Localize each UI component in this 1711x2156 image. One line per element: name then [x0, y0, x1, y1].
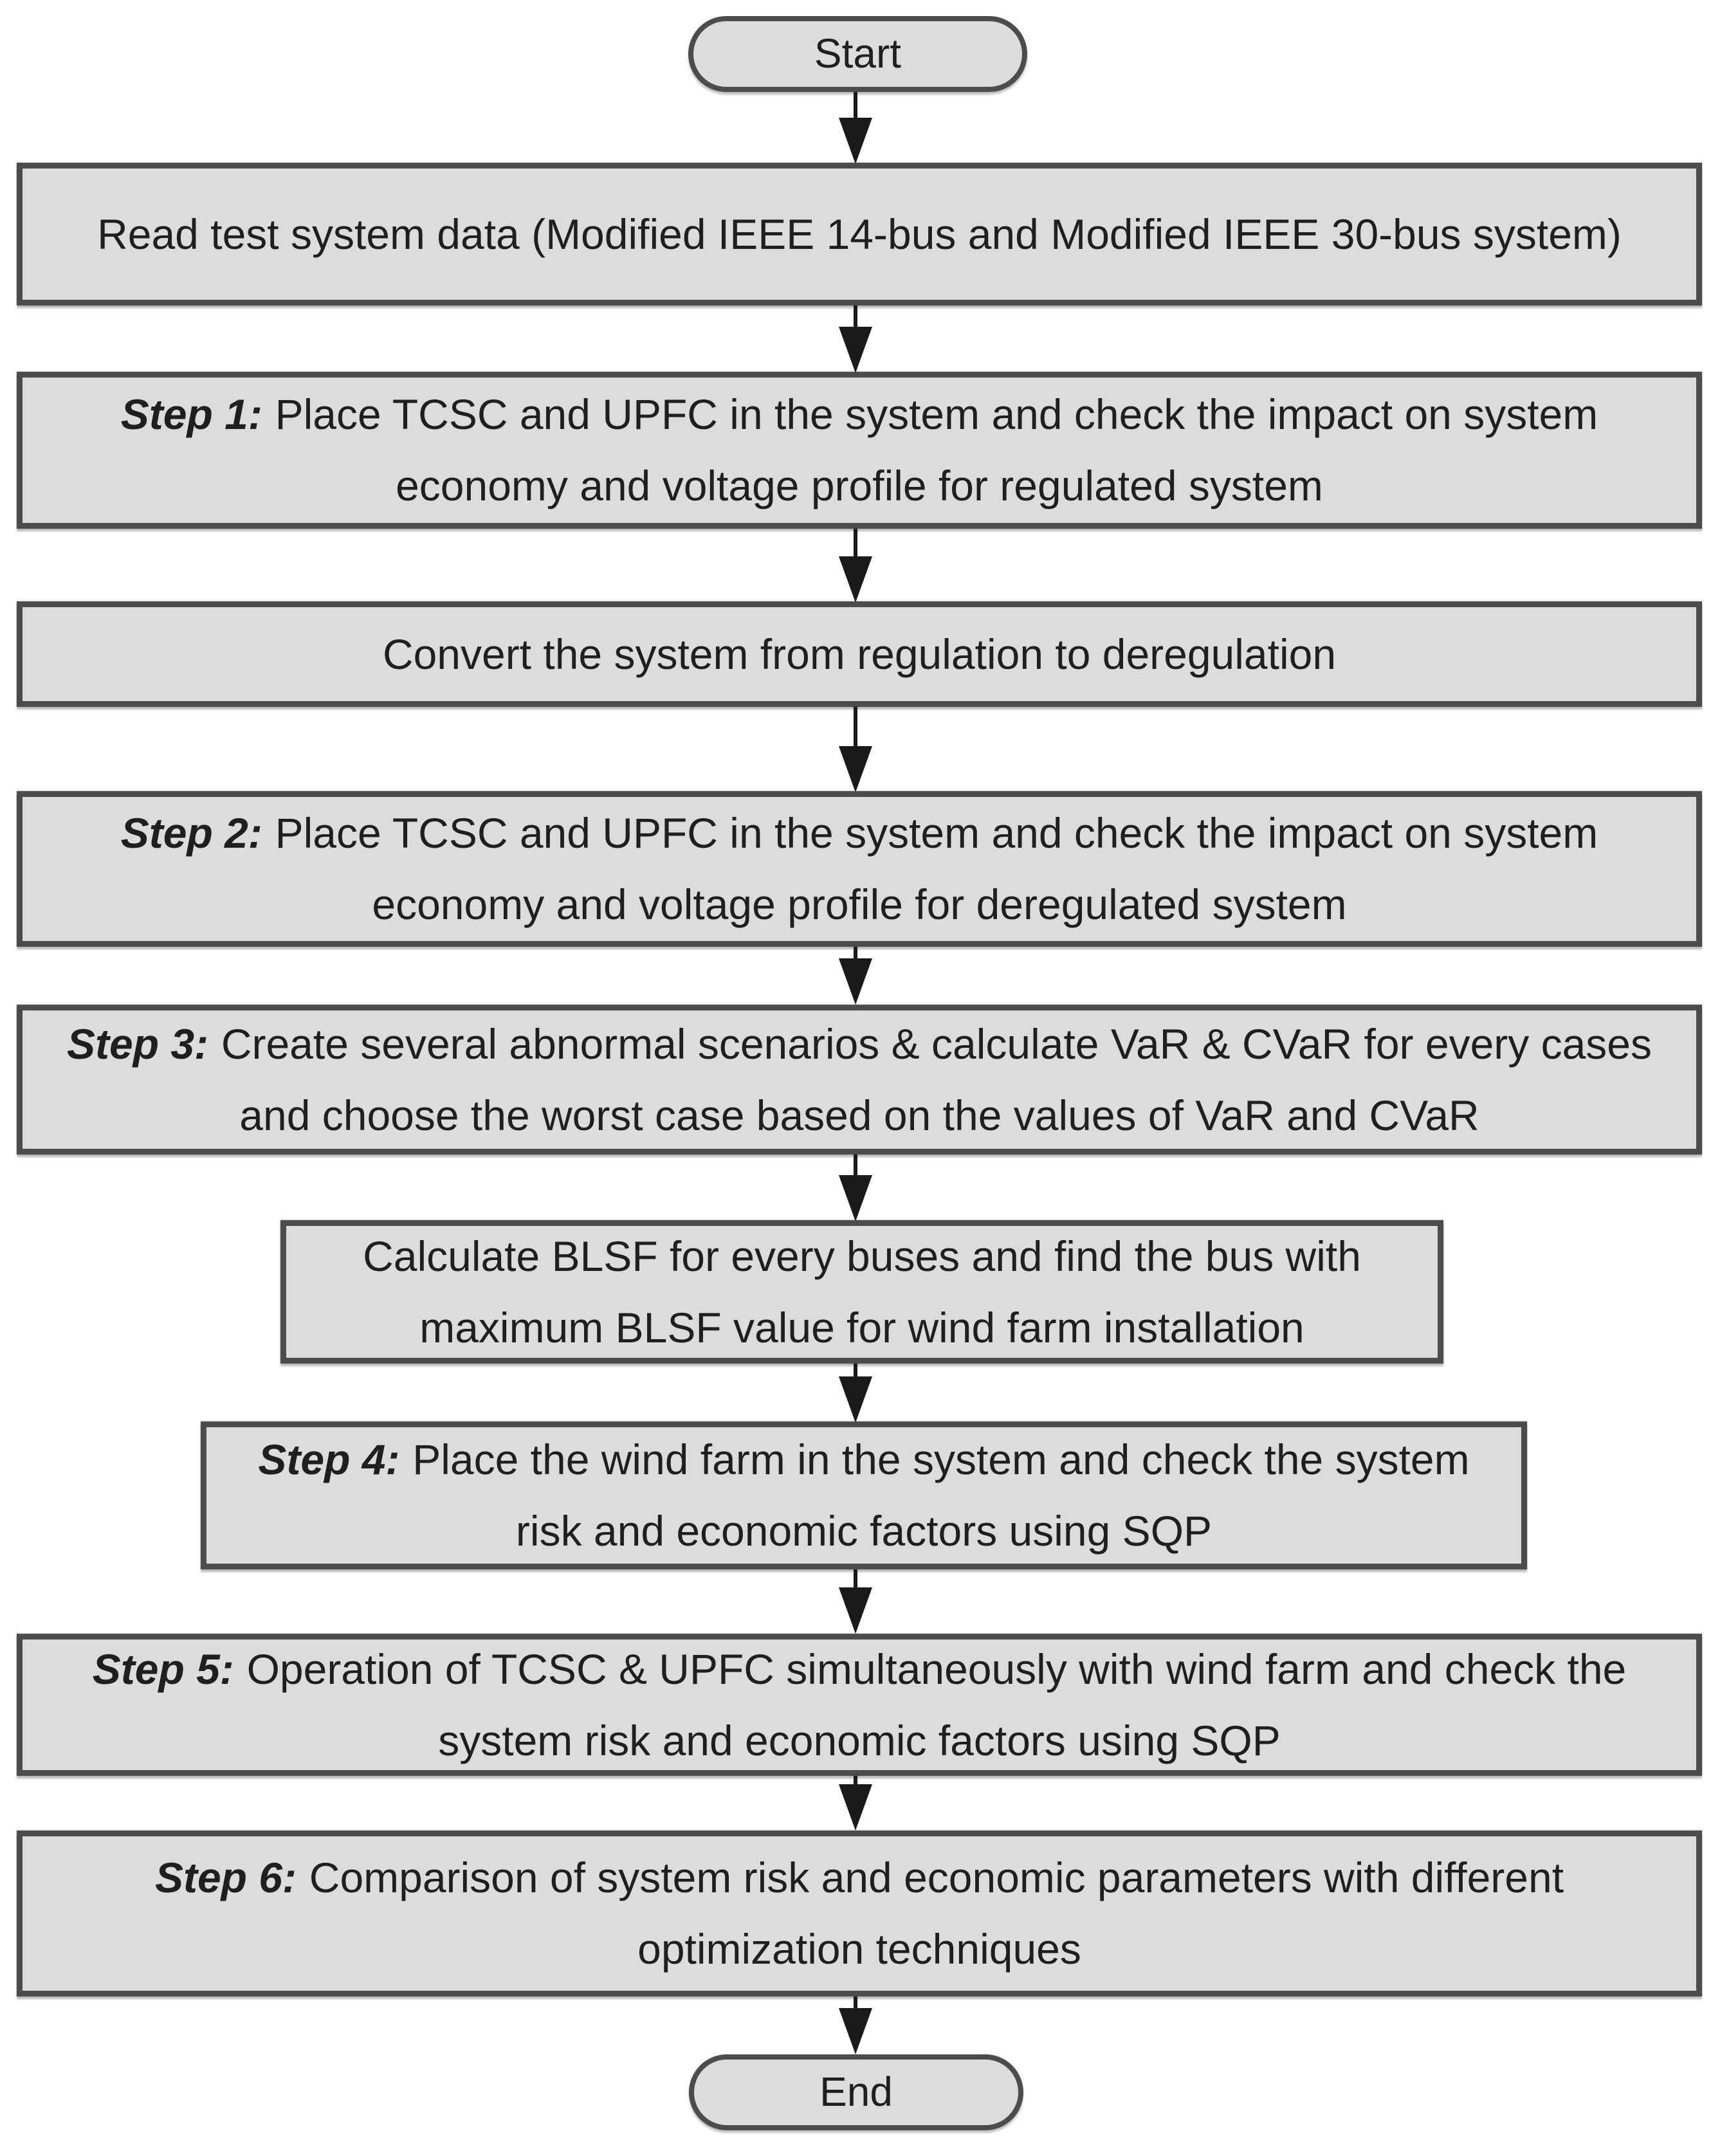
arrow-head-icon — [839, 1587, 872, 1634]
flow-arrow — [839, 1776, 872, 1831]
node-label: Step 4:Place the wind farm in the system… — [258, 1436, 1470, 1555]
flow-arrow — [839, 306, 872, 373]
node-label: Step 6:Comparison of system risk and eco… — [154, 1854, 1564, 1973]
flowchart-node-start: Start — [688, 16, 1027, 92]
node-label: Read test system data (Modified IEEE 14-… — [97, 210, 1622, 258]
arrow-head-icon — [839, 118, 872, 164]
flow-arrow — [839, 707, 872, 792]
node-label: Start — [814, 30, 902, 77]
flowchart-node-end: End — [689, 2054, 1023, 2130]
flow-arrow — [839, 1364, 872, 1423]
flowchart-node-read-data: Read test system data (Modified IEEE 14-… — [17, 163, 1702, 306]
flowchart-node-calc-blsf: Calculate BLSF for every buses and find … — [280, 1220, 1443, 1364]
arrow-stem — [854, 947, 857, 961]
arrow-head-icon — [839, 958, 872, 1005]
node-label: Convert the system from regulation to de… — [382, 630, 1337, 678]
arrow-head-icon — [839, 2008, 872, 2054]
flowchart-node-step-6: Step 6:Comparison of system risk and eco… — [17, 1831, 1702, 1996]
arrow-stem — [854, 306, 857, 329]
arrow-head-icon — [839, 1376, 872, 1423]
arrow-head-icon — [839, 556, 872, 603]
flowchart-node-step-3: Step 3:Create several abnormal scenarios… — [17, 1005, 1702, 1155]
arrow-stem — [854, 529, 857, 559]
flow-arrow — [839, 529, 872, 603]
node-label: Step 2:Place TCSC and UPFC in the system… — [120, 809, 1598, 928]
node-label: Step 3:Create several abnormal scenarios… — [66, 1019, 1652, 1139]
node-label: End — [819, 2069, 893, 2115]
arrow-stem — [854, 1364, 857, 1379]
node-label: Step 5:Operation of TCSC & UPFC simultan… — [92, 1645, 1627, 1764]
flowchart-node-convert: Convert the system from regulation to de… — [17, 601, 1702, 707]
arrow-head-icon — [839, 746, 872, 792]
arrow-stem — [854, 1155, 857, 1178]
arrow-head-icon — [839, 327, 872, 373]
flow-arrow — [839, 1569, 872, 1634]
node-label: Calculate BLSF for every buses and find … — [363, 1232, 1361, 1351]
arrow-head-icon — [839, 1784, 872, 1831]
flow-arrow — [839, 947, 872, 1005]
flowchart-node-step-1: Step 1:Place TCSC and UPFC in the system… — [17, 372, 1702, 529]
flowchart-node-step-5: Step 5:Operation of TCSC & UPFC simultan… — [17, 1634, 1702, 1776]
arrow-stem — [854, 1569, 857, 1590]
flow-arrow — [839, 1996, 872, 2054]
arrow-head-icon — [839, 1175, 872, 1221]
arrow-stem — [854, 1776, 857, 1787]
flow-arrow — [839, 1155, 872, 1221]
node-label: Step 1:Place TCSC and UPFC in the system… — [120, 390, 1598, 509]
arrow-stem — [854, 707, 857, 749]
arrow-stem — [854, 92, 857, 120]
arrow-stem — [854, 1996, 857, 2011]
flow-arrow — [839, 92, 872, 164]
flowchart-node-step-2: Step 2:Place TCSC and UPFC in the system… — [17, 791, 1702, 947]
flowchart-node-step-4: Step 4:Place the wind farm in the system… — [201, 1421, 1527, 1569]
